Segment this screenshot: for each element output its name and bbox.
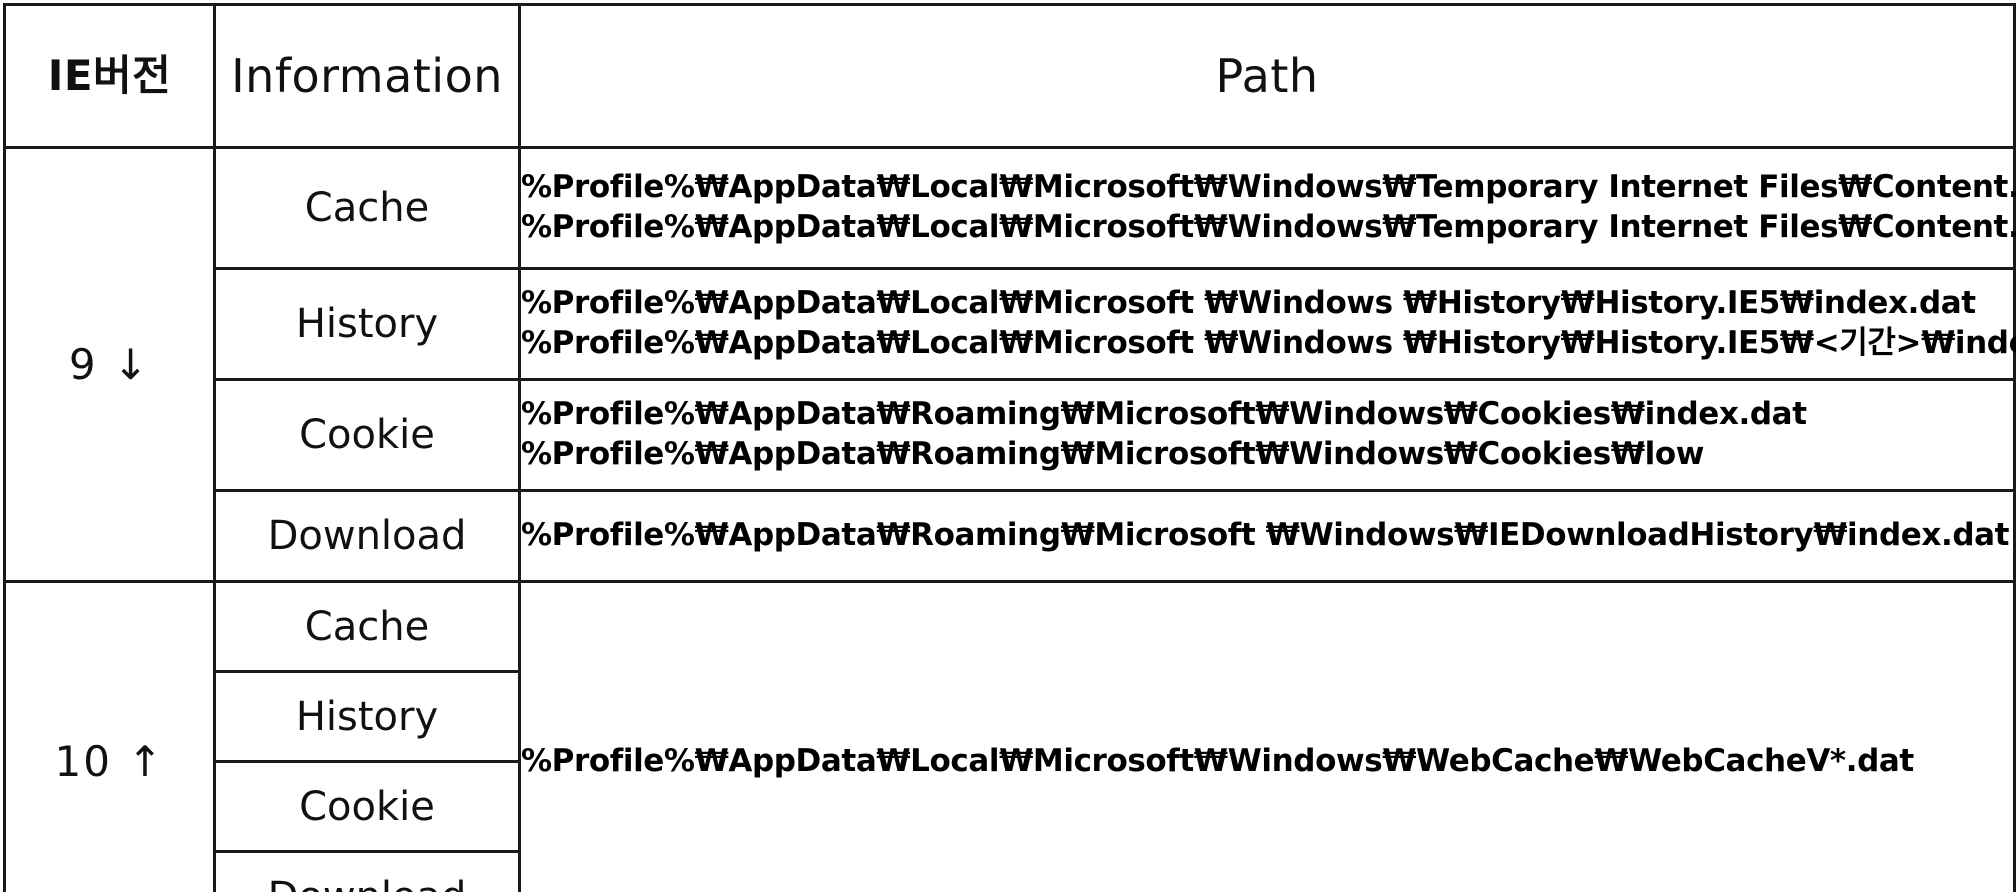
information-cell-cookie-10: Cookie bbox=[213, 760, 521, 853]
path-cell-cookie-9: %Profile%₩AppData₩Roaming₩Microsoft₩Wind… bbox=[518, 378, 2016, 492]
information-label: Cache bbox=[304, 185, 430, 231]
table-row: 10 ↑ Cache %Profile%₩AppData₩Local₩Micro… bbox=[3, 580, 2016, 892]
information-label: Download bbox=[267, 513, 467, 559]
table-row: Cookie bbox=[5, 760, 2015, 853]
header-label-version: IE버전 bbox=[47, 50, 172, 100]
path-line: %Profile%₩AppData₩Local₩Microsoft ₩Windo… bbox=[521, 325, 2016, 361]
information-cell-cache-10: Cache bbox=[213, 580, 521, 673]
information-label: Cookie bbox=[299, 412, 435, 458]
information-cell-cookie-9: Cookie bbox=[213, 378, 521, 492]
header-label-information: Information bbox=[231, 48, 503, 103]
table-row: Download bbox=[5, 850, 2015, 892]
table-row: History %Profile%₩AppData₩Local₩Microsof… bbox=[5, 267, 2016, 381]
path-line: %Profile%₩AppData₩Local₩Microsoft₩Window… bbox=[521, 169, 2016, 206]
table-row: 9 ↓ Cache %Profile%₩AppData₩Local₩Micros… bbox=[3, 146, 2016, 583]
path-line: %Profile%₩AppData₩Roaming₩Microsoft₩Wind… bbox=[521, 436, 1704, 472]
path-line: %Profile%₩AppData₩Local₩Microsoft₩Window… bbox=[521, 209, 2016, 245]
header-cell-version: IE버전 bbox=[3, 3, 216, 149]
information-cell-download-9: Download bbox=[213, 489, 521, 583]
path-line: %Profile%₩AppData₩Local₩Microsoft ₩Windo… bbox=[521, 285, 1976, 322]
version-label-group-0: 9 ↓ bbox=[68, 340, 151, 389]
information-cell-history-9: History bbox=[213, 267, 521, 381]
header-cell-information: Information bbox=[213, 3, 521, 149]
table-header-row: IE버전 Information Path bbox=[3, 3, 2016, 149]
ie-artifact-path-table: IE버전 Information Path 9 ↓ Cache %Profi bbox=[3, 3, 2016, 892]
path-line: %Profile%₩AppData₩Roaming₩Microsoft₩Wind… bbox=[521, 396, 1807, 433]
path-cell-history-9: %Profile%₩AppData₩Local₩Microsoft ₩Windo… bbox=[518, 267, 2016, 381]
table-row: Download %Profile%₩AppData₩Roaming₩Micro… bbox=[5, 489, 2016, 583]
information-cell-cache-9: Cache bbox=[213, 146, 521, 270]
information-label: Cache bbox=[304, 603, 430, 650]
table-row: History bbox=[5, 670, 2015, 763]
version-cell-group-0: 9 ↓ bbox=[3, 146, 216, 583]
information-label: History bbox=[295, 301, 439, 347]
header-label-path: Path bbox=[1215, 48, 1319, 103]
path-line: %Profile%₩AppData₩Roaming₩Microsoft ₩Win… bbox=[521, 517, 2010, 554]
version-cell-group-1: 10 ↑ bbox=[3, 580, 216, 892]
information-label: History bbox=[295, 693, 439, 740]
information-label: Cookie bbox=[299, 783, 435, 830]
path-cell-cache-9: %Profile%₩AppData₩Local₩Microsoft₩Window… bbox=[518, 146, 2016, 270]
table-row: Cookie %Profile%₩AppData₩Roaming₩Microso… bbox=[5, 378, 2016, 492]
information-cell-download-10: Download bbox=[213, 850, 521, 892]
path-cell-webcache-10: %Profile%₩AppData₩Local₩Microsoft₩Window… bbox=[518, 580, 2016, 892]
version-label-group-1: 10 ↑ bbox=[54, 737, 165, 786]
header-cell-path: Path bbox=[518, 3, 2016, 149]
information-cell-history-10: History bbox=[213, 670, 521, 763]
information-label: Download bbox=[216, 874, 518, 892]
path-line: %Profile%₩AppData₩Local₩Microsoft₩Window… bbox=[521, 742, 1914, 779]
path-cell-download-9: %Profile%₩AppData₩Roaming₩Microsoft ₩Win… bbox=[518, 489, 2016, 583]
